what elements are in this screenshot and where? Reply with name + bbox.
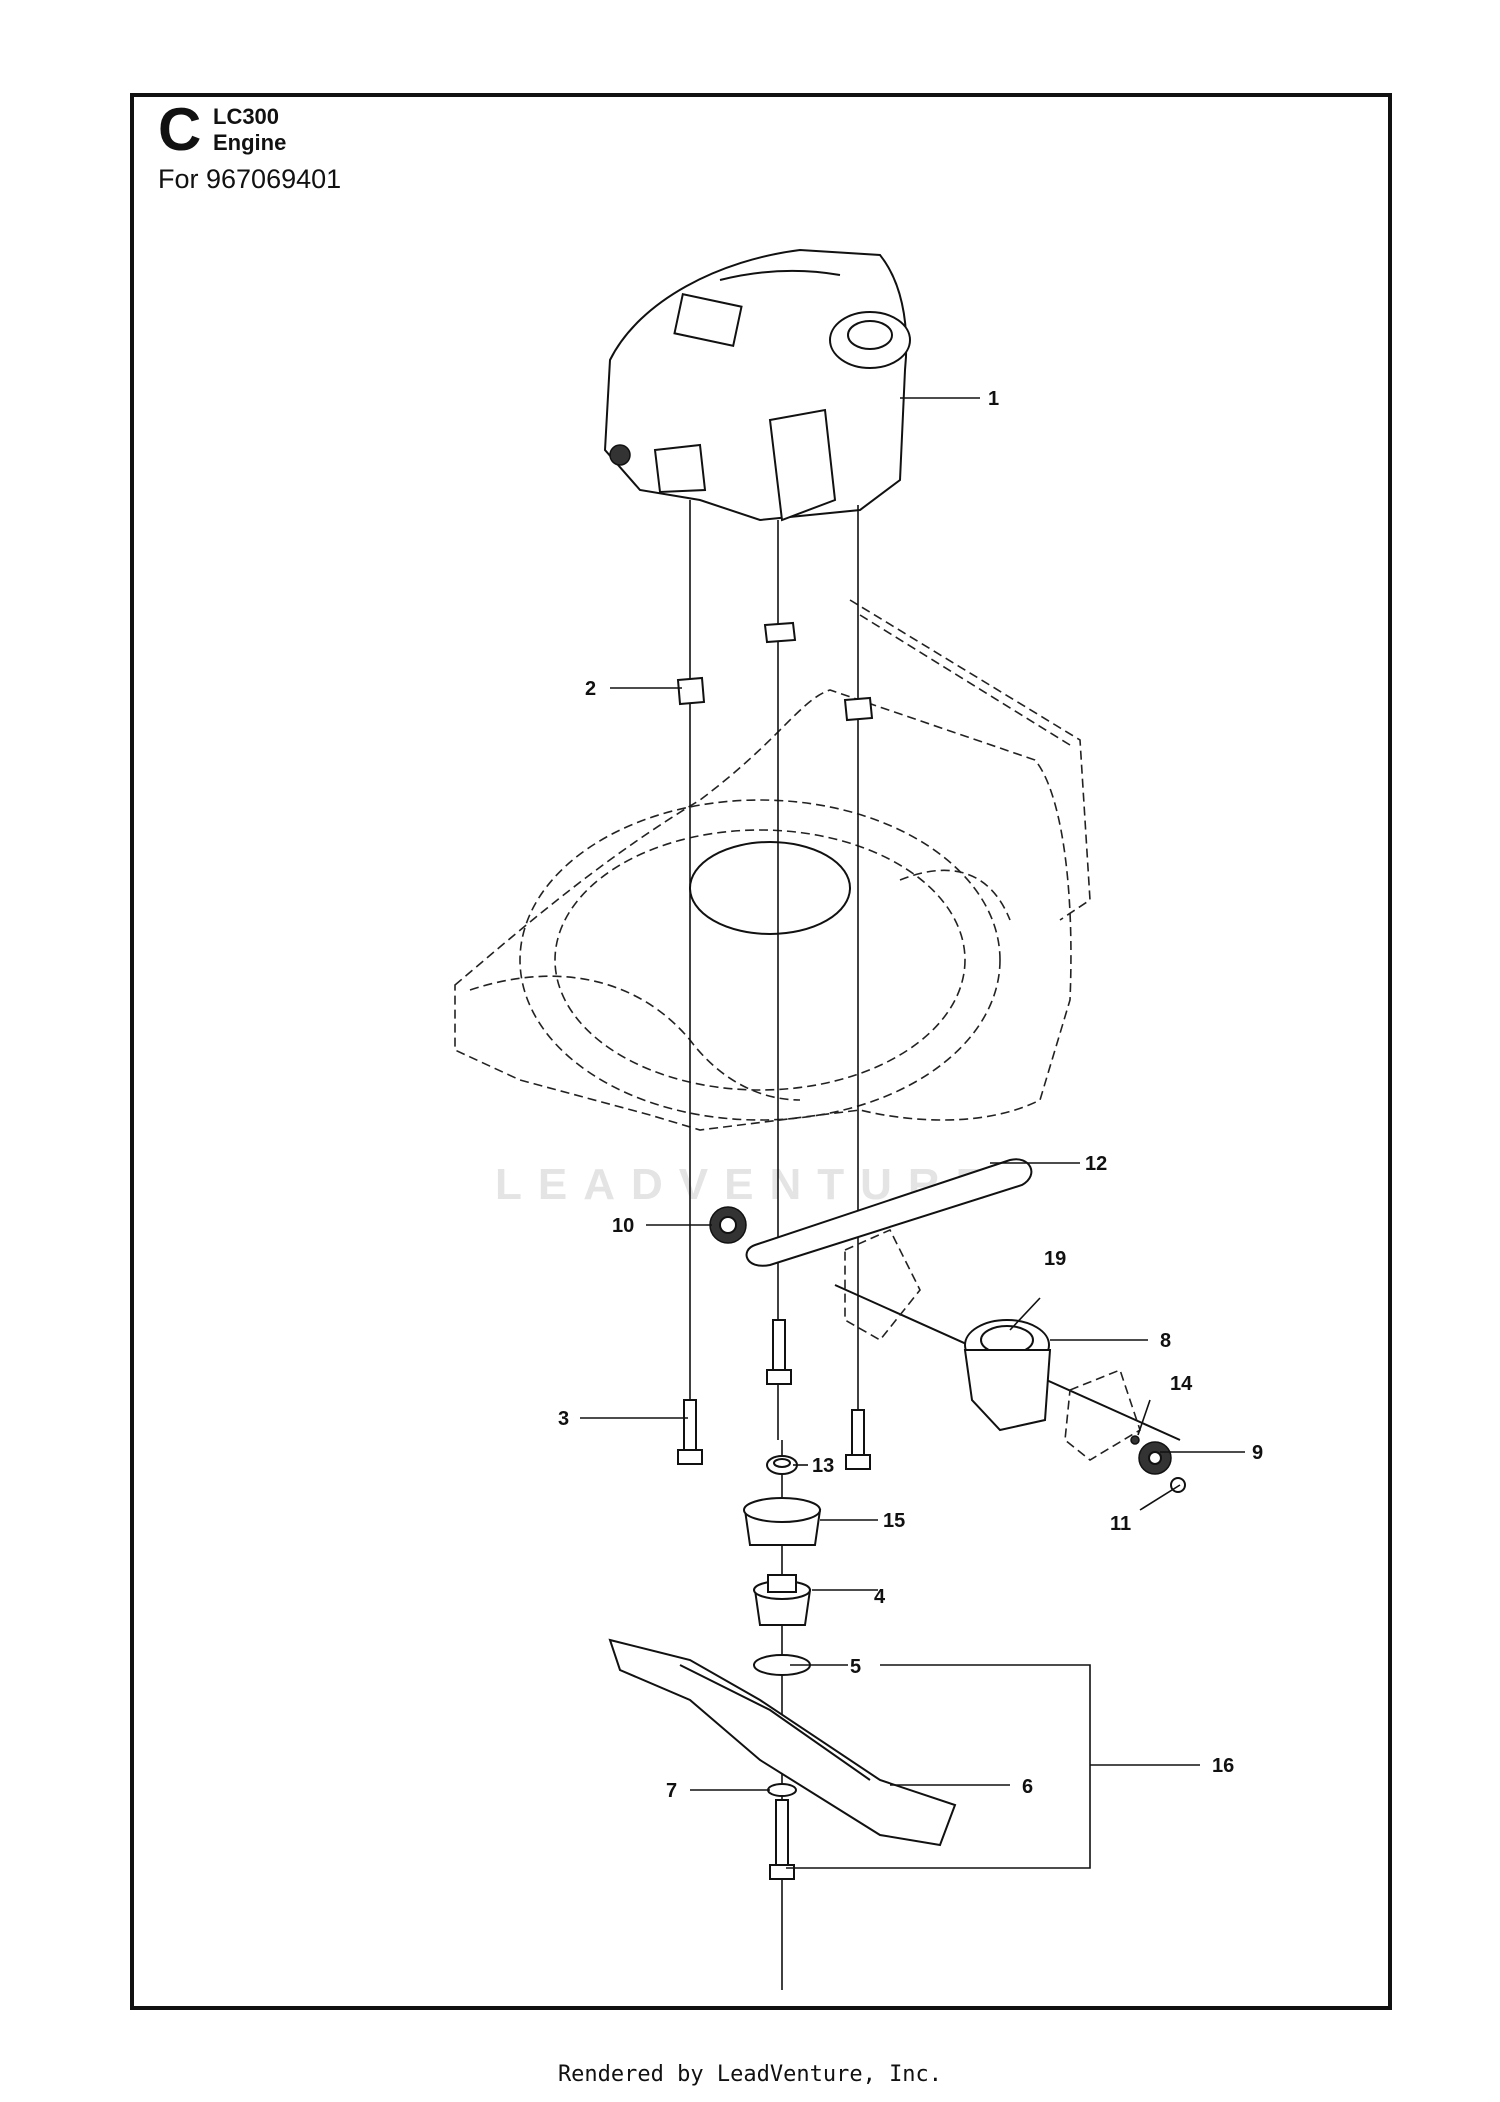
callout-9: 9 — [1252, 1442, 1263, 1464]
mower-deck — [454, 599, 1091, 1131]
blade-adapter — [743, 1497, 822, 1797]
callout-8: 8 — [1160, 1330, 1171, 1352]
callout-14: 14 — [1170, 1373, 1193, 1395]
engine-part — [603, 248, 911, 522]
callout-16: 16 — [1212, 1755, 1234, 1777]
transmission-assembly — [834, 1228, 1181, 1461]
callout-3: 3 — [558, 1408, 569, 1430]
callout-5: 5 — [850, 1656, 861, 1678]
callout-10: 10 — [612, 1215, 634, 1237]
callout-11: 11 — [1110, 1513, 1131, 1535]
callout-2: 2 — [585, 678, 596, 700]
callout-19: 19 — [1044, 1248, 1066, 1270]
section-model: LC300 — [213, 104, 280, 129]
footer-credit: Rendered by LeadVenture, Inc. — [557, 2062, 943, 2087]
leader-lines — [580, 397, 1245, 1869]
callout-labels: 1 2 3 4 5 6 7 8 9 10 11 12 13 14 15 16 1… — [558, 388, 1263, 1802]
callout-4: 4 — [874, 1586, 886, 1608]
bolts — [677, 1319, 871, 1880]
section-name: Engine — [213, 130, 287, 155]
mower-blade — [608, 1638, 957, 1847]
callout-6: 6 — [1022, 1776, 1033, 1798]
callout-13: 13 — [812, 1455, 834, 1477]
section-for-line: For 967069401 — [158, 164, 342, 194]
callout-1: 1 — [988, 388, 999, 410]
callout-7: 7 — [666, 1780, 677, 1802]
callout-12: 12 — [1085, 1153, 1107, 1175]
spacers — [676, 621, 874, 722]
diagram-frame — [130, 93, 1392, 2010]
section-letter: C — [158, 96, 202, 163]
gears-and-washers — [709, 1206, 1186, 1493]
drive-belt — [745, 1158, 1033, 1267]
mounting-axes — [689, 500, 859, 1990]
callout-15: 15 — [883, 1510, 905, 1532]
